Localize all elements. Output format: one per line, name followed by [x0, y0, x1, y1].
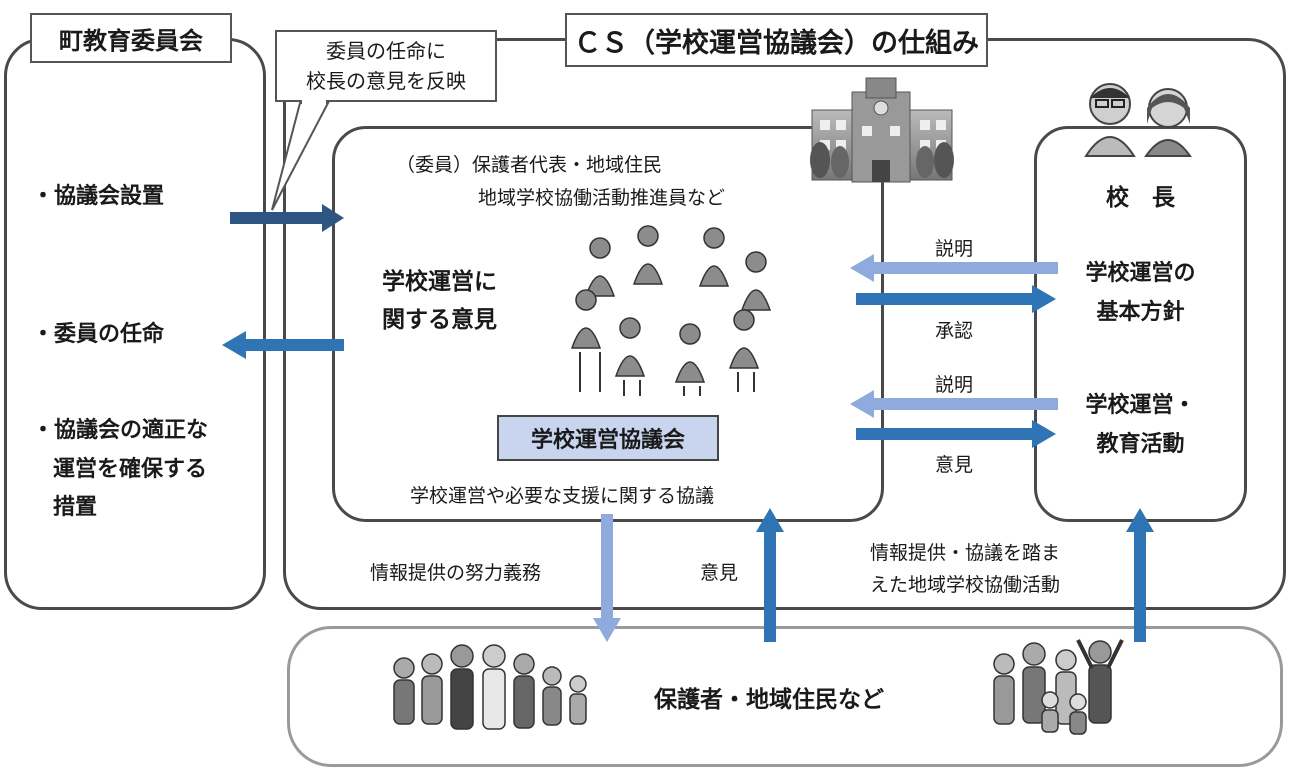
arrow-explain-2 [850, 390, 1058, 418]
arrow-label-info-effort: 情報提供の努力義務 [370, 562, 542, 584]
principal-frame [1034, 126, 1247, 522]
council-name: 学校運営協議会 [530, 428, 685, 453]
callout-line-1: 委員の任命に [326, 39, 446, 63]
principal-activity-1: 学校運営・ [1085, 393, 1196, 418]
board-title: 町教育委員会 [30, 13, 232, 63]
board-title-text: 町教育委員会 [59, 26, 203, 55]
council-opinion-1: 学校運営に [382, 269, 497, 295]
callout-join [302, 99, 326, 104]
board-item-measure-1: ・協議会の適正な [32, 418, 209, 443]
board-item-measure-2: 運営を確保する [53, 457, 208, 482]
callout-line-2: 校長の意見を反映 [306, 69, 466, 93]
arrow-collab [1126, 508, 1154, 642]
board-frame [4, 38, 266, 610]
board-item-appoint: ・委員の任命 [32, 322, 165, 347]
arrow-label-collab-1: 情報提供・協議を踏ま [870, 542, 1061, 564]
arrow-label-explain-2: 説明 [935, 374, 974, 396]
arrow-label-community-opinion: 意見 [700, 562, 739, 584]
arrow-label-opinion: 意見 [935, 454, 974, 476]
board-item-measure-3: 措置 [53, 495, 98, 520]
council-members-2: 地域学校協働活動推進員など [478, 187, 726, 209]
council-description: 学校運営や必要な支援に関する協議 [410, 485, 715, 507]
council-members-1: （委員）保護者代表・地域住民 [396, 154, 663, 176]
community-title: 保護者・地域住民など [654, 687, 884, 713]
council-meeting-illustration [570, 225, 772, 396]
council-opinion-2: 関する意見 [382, 307, 497, 333]
principal-policy-2: 基本方針 [1096, 300, 1185, 325]
principal-policy-1: 学校運営の [1085, 261, 1196, 286]
principal-title: 校 長 [1106, 185, 1175, 211]
community-people-right-illustration [993, 639, 1124, 735]
arrow-setup [230, 204, 344, 232]
arrow-info-effort [593, 514, 621, 642]
board-item-setup: ・協議会設置 [32, 184, 165, 209]
arrow-community-opinion [756, 508, 784, 642]
arrow-label-approve: 承認 [935, 320, 974, 342]
cs-title-text: ＣＳ（学校運営協議会）の仕組み [574, 27, 979, 59]
arrow-explain-1 [850, 254, 1058, 282]
arrow-opinion [856, 420, 1056, 448]
school-building-illustration [810, 77, 954, 183]
cs-title: ＣＳ（学校運営協議会）の仕組み [565, 13, 988, 67]
callout-bubble: 委員の任命に 校長の意見を反映 [275, 30, 497, 102]
arrow-label-explain-1: 説明 [935, 238, 974, 260]
principal-illustration [1084, 83, 1192, 157]
arrow-approve [856, 285, 1056, 313]
arrow-label-collab-2: えた地域学校協働活動 [870, 574, 1061, 596]
council-name-label: 学校運営協議会 [497, 415, 719, 461]
community-people-left-illustration [393, 644, 587, 730]
principal-activity-2: 教育活動 [1096, 432, 1185, 457]
arrow-appoint [222, 331, 344, 359]
